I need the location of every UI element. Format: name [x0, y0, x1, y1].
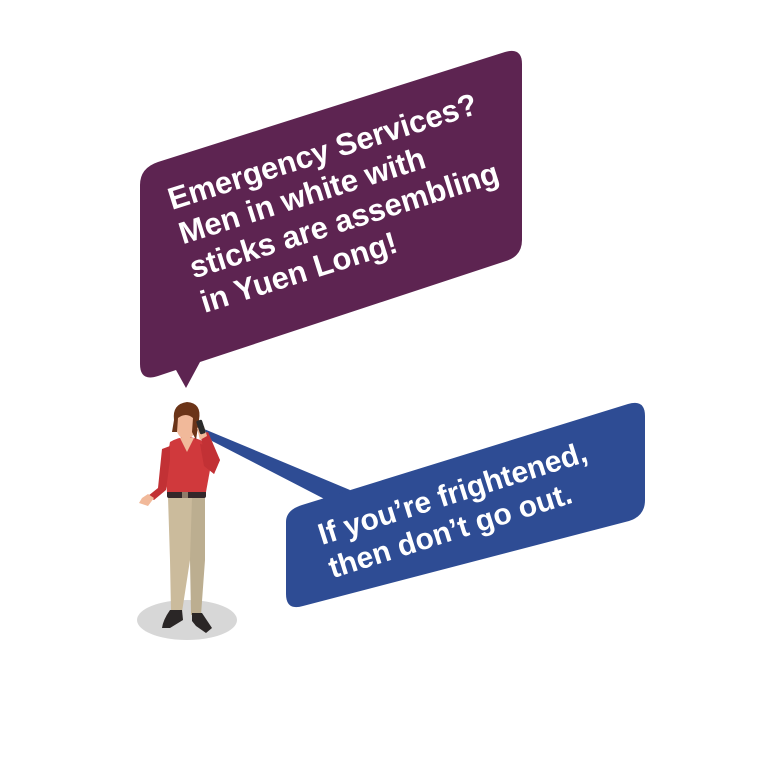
- hair: [172, 402, 200, 440]
- left-shoe: [162, 610, 183, 628]
- left-arm: [148, 446, 170, 500]
- right-shoe: [192, 613, 212, 633]
- belt-buckle: [182, 490, 188, 498]
- response-speech-bubble: If you’re frightened, then don’t go out.: [286, 402, 645, 608]
- left-hand: [139, 494, 154, 506]
- caller-speech-bubble: Emergency Services? Men in white with st…: [140, 50, 522, 388]
- face: [176, 413, 196, 439]
- response-bubble-shape: [286, 402, 645, 608]
- neckline: [180, 438, 194, 452]
- woman-figure: [137, 402, 237, 640]
- phone-icon: [196, 419, 206, 435]
- shirt: [165, 437, 210, 492]
- phone-signal-beam: [204, 429, 350, 506]
- caller-bubble-shape: [140, 50, 522, 388]
- front-leg: [168, 497, 192, 612]
- ground-shadow: [137, 600, 237, 640]
- right-forearm: [200, 432, 220, 474]
